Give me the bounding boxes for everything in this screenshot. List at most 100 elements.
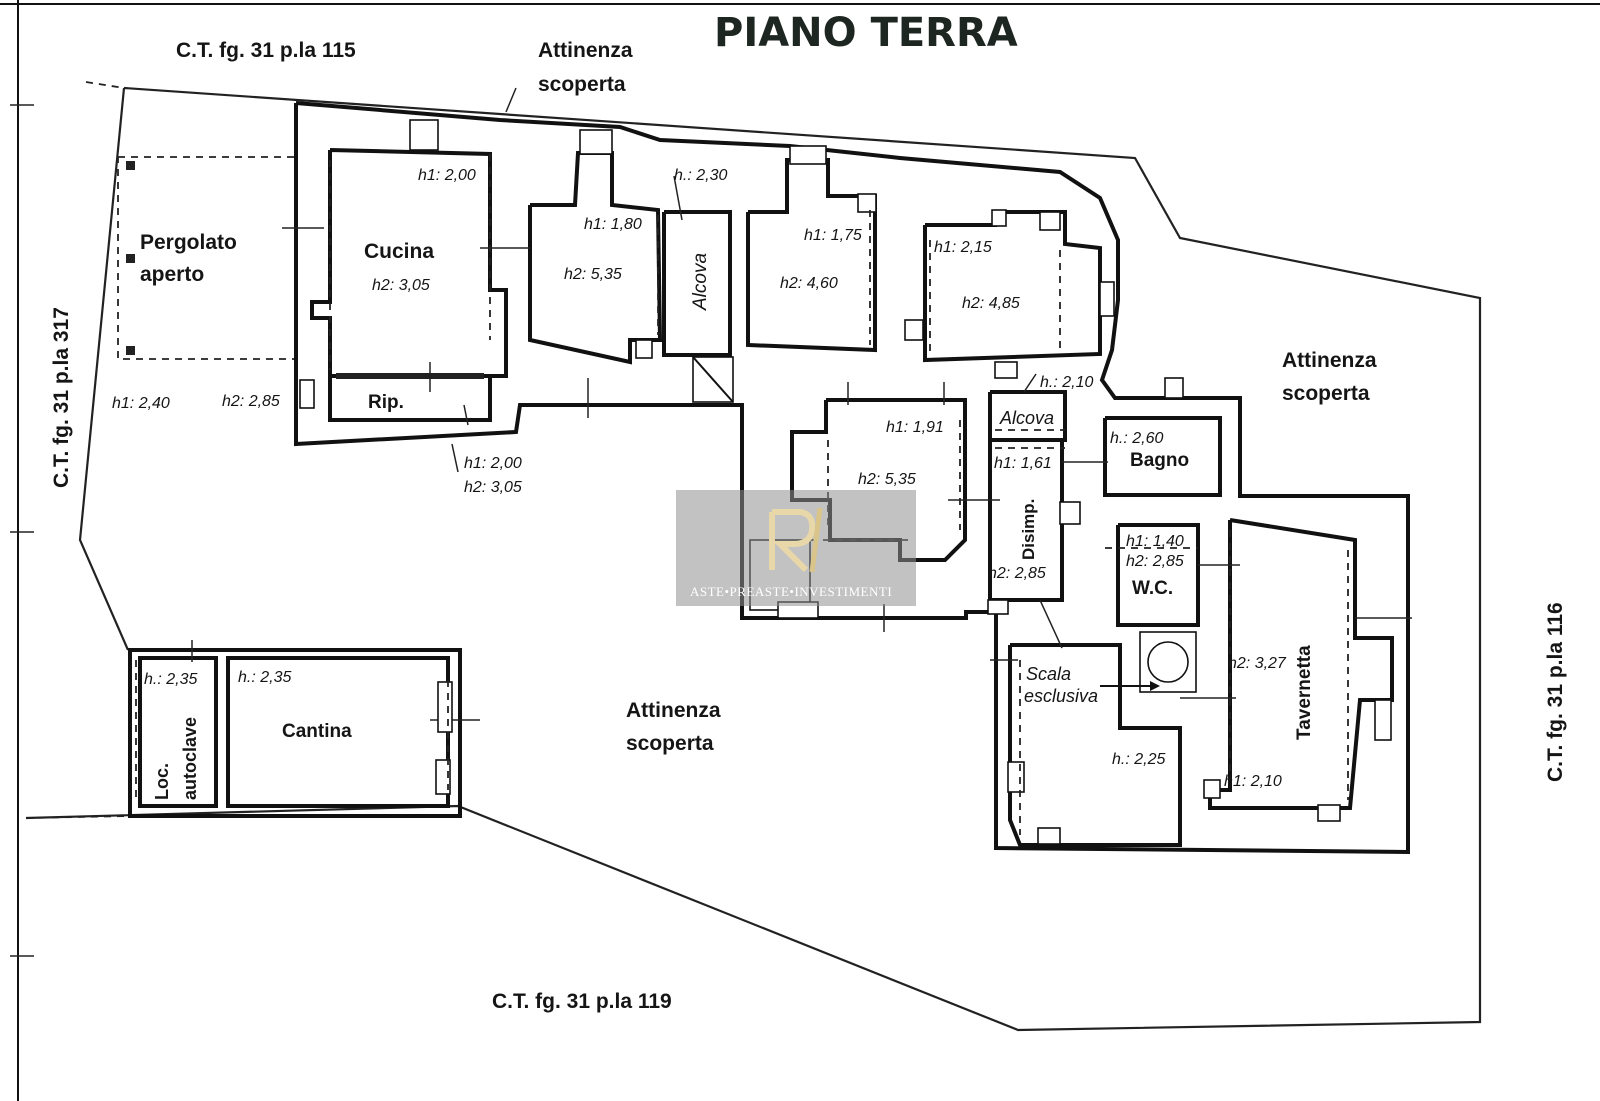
door-mark: [673, 175, 683, 221]
height-tavernetta-h1: h1: 2,10: [1224, 773, 1282, 790]
window-bay: [437, 681, 453, 733]
west-wing-outer-wall: [294, 101, 1410, 855]
chimney-square: [1203, 779, 1221, 799]
height-room4-h1: h1: 2,15: [934, 239, 992, 256]
lot-boundary-west: [78, 87, 130, 651]
disimp-walls: [988, 438, 1064, 602]
door-mark: [463, 404, 469, 426]
room-label-loc-line2: autoclave: [180, 717, 200, 800]
boundary-dashed-extension: [85, 81, 125, 89]
room-label-alcova-2: Alcova: [999, 408, 1054, 428]
height-room3-h1: h1: 1,75: [804, 227, 862, 244]
room-4-walls: [923, 210, 1102, 363]
chimney-square: [991, 209, 1007, 227]
window-bay: [299, 379, 315, 409]
room-label-rip: Rip.: [368, 392, 404, 413]
window-bay: [987, 599, 1009, 615]
height-tavernetta-h2: h2: 3,27: [1228, 655, 1287, 672]
cantina-block-outer: [128, 648, 462, 818]
height-room2-h1: h1: 1,80: [584, 216, 642, 233]
room-label-alcova-1: Alcova: [690, 253, 711, 311]
door-mark: [1023, 373, 1037, 393]
bagno-walls: [1103, 416, 1222, 497]
height-pergolato-h2: h2: 2,85: [222, 393, 280, 410]
room-label-loc-line1: Loc.: [152, 763, 172, 800]
neighbor-bottom-label: C.T. fg. 31 p.la 119: [492, 990, 672, 1013]
height-disimp-h2: h2: 2,85: [988, 565, 1046, 582]
room-label-bagno: Bagno: [1130, 450, 1189, 471]
neighbor-right-label: C.T. fg. 31 p.la 116: [1544, 602, 1567, 782]
height-wc-h1: h1: 1,40: [1126, 533, 1184, 550]
height-rip-h1: h1: 2,00: [464, 455, 522, 472]
height-cucina-h2: h2: 3,05: [372, 277, 430, 294]
attinenza-top-line1: Attinenza: [538, 39, 633, 62]
cucina-walls: [310, 148, 508, 378]
window-bay: [1099, 281, 1115, 317]
scala-esclusiva-walls: [1008, 643, 1182, 847]
height-cantina: h.: 2,35: [238, 669, 291, 686]
boundary-dashed-extension: [25, 815, 131, 819]
watermark: ASTE•PREASTE•INVESTIMENTI: [676, 490, 916, 606]
pergolato-outline: [117, 156, 297, 360]
watermark-text: ASTE•PREASTE•INVESTIMENTI: [690, 584, 892, 599]
window-bay: [1164, 377, 1184, 399]
room-label-tavernetta: Tavernetta: [1294, 645, 1315, 740]
room-label-pergolato-line1: Pergolato: [140, 231, 237, 254]
attinenza-center-line2: scoperta: [626, 732, 714, 755]
pergola-post: [126, 161, 135, 170]
wc-walls: [1116, 523, 1200, 627]
spiral-stair-circle: [1147, 641, 1189, 683]
height-rip-h2: h2: 3,05: [464, 479, 522, 496]
room-label-disimp: Disimp.: [1019, 499, 1038, 560]
height-alcova1: h.: 2,30: [674, 167, 727, 184]
height-central-h1: h1: 1,91: [886, 419, 944, 436]
room-2-walls: [528, 151, 663, 365]
neighbor-left-label: C.T. fg. 31 p.la 317: [50, 307, 73, 488]
neighbor-top-label: C.T. fg. 31 p.la 115: [176, 39, 356, 62]
chimney-square: [1039, 211, 1061, 231]
leader-line: [505, 87, 517, 113]
pergola-post: [126, 254, 135, 263]
window-bay: [1374, 699, 1392, 741]
height-room2-h2: h2: 5,35: [564, 266, 622, 283]
chimney-square: [435, 759, 451, 795]
height-central-h2: h2: 5,35: [858, 471, 916, 488]
ri-logo-icon: [769, 507, 823, 573]
pergola-post: [126, 346, 135, 355]
loc-autoclave-walls: [138, 656, 218, 808]
attinenza-top-line2: scoperta: [538, 73, 626, 96]
height-cucina-h1: h1: 2,00: [418, 167, 476, 184]
chimney-square: [1007, 761, 1025, 793]
plan-title: PIANO TERRA: [714, 10, 1018, 56]
room-label-scala-line1: Scala: [1026, 664, 1071, 684]
room-label-pergolato-line2: aperto: [140, 263, 204, 286]
height-loc-autoclave: h.: 2,35: [144, 671, 197, 688]
window-bay: [789, 145, 827, 165]
height-pergolato-h1: h1: 2,40: [112, 395, 170, 412]
chimney-square: [857, 193, 877, 213]
height-room3-h2: h2: 4,60: [780, 275, 838, 292]
height-room4-h2: h2: 4,85: [962, 295, 1020, 312]
attinenza-right-line1: Attinenza: [1282, 349, 1377, 372]
chimney-square: [1317, 804, 1341, 822]
alcova-2-walls: [988, 390, 1067, 442]
room-3-walls: [746, 158, 877, 353]
stair-flue-diagonal: [692, 356, 734, 403]
chimney-square: [1059, 501, 1081, 525]
room-label-scala-line2: esclusiva: [1024, 686, 1098, 706]
room-label-wc: W.C.: [1132, 578, 1173, 599]
height-scala: h.: 2,25: [1112, 751, 1165, 768]
chimney-square: [904, 319, 924, 341]
window-bay: [579, 129, 613, 155]
lot-boundary: [25, 86, 1482, 1032]
height-wc-h2: h2: 2,85: [1126, 553, 1184, 570]
window-bay: [409, 119, 439, 151]
attinenza-right-line2: scoperta: [1282, 382, 1370, 405]
chimney-square: [1037, 827, 1061, 845]
alcova-1-walls: [662, 210, 732, 357]
room-label-cantina: Cantina: [282, 721, 352, 742]
stair-arrowhead: [1150, 681, 1160, 691]
door-mark: [1039, 599, 1063, 649]
attinenza-center-line1: Attinenza: [626, 699, 721, 722]
